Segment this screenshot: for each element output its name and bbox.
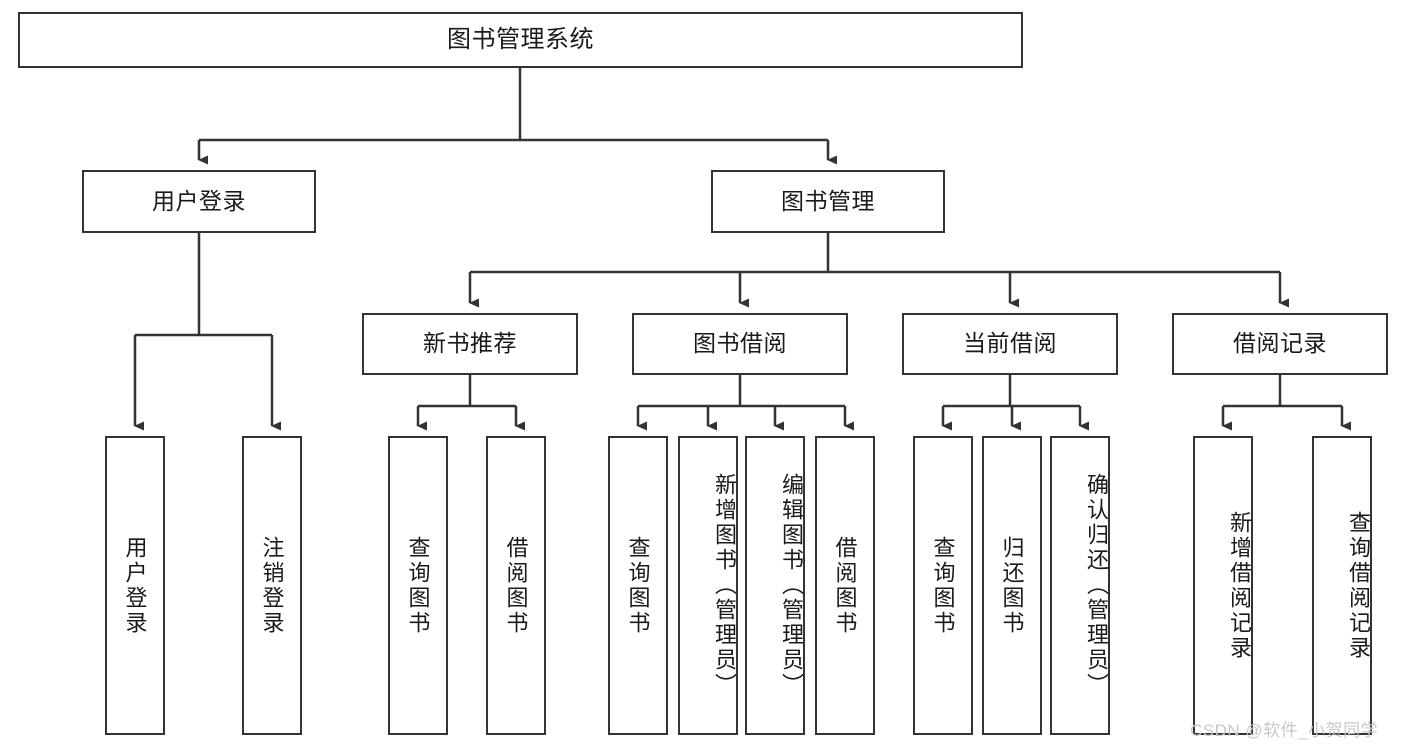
node-leaf-label: 新增图书（管理员）	[712, 473, 737, 698]
node-leaf-add-borrow-record[interactable]: 新增借阅记录	[1193, 436, 1253, 735]
node-level2-new-book-recommend[interactable]: 新书推荐	[362, 313, 578, 375]
node-level2-new-book-recommend-label: 新书推荐	[423, 330, 517, 357]
node-leaf-label: 查询图书	[930, 535, 956, 636]
node-leaf-borrow-book[interactable]: 借阅图书	[815, 436, 875, 735]
node-leaf-label: 借阅图书	[832, 535, 858, 636]
node-level2-current-borrow[interactable]: 当前借阅	[902, 313, 1118, 375]
node-leaf-label: 编辑图书（管理员）	[779, 473, 804, 698]
node-leaf-label: 查询图书	[625, 535, 651, 636]
node-leaf-label: 查询借阅记录	[1346, 510, 1371, 661]
node-level2-borrow-record[interactable]: 借阅记录	[1172, 313, 1388, 375]
node-leaf-borrow-book-newbook[interactable]: 借阅图书	[486, 436, 546, 735]
node-level1-user-login[interactable]: 用户登录	[82, 170, 316, 233]
node-level2-book-borrow[interactable]: 图书借阅	[632, 313, 848, 375]
node-leaf-label: 归还图书	[999, 535, 1025, 636]
node-leaf-label: 查询图书	[405, 535, 431, 636]
node-root-system[interactable]: 图书管理系统	[18, 12, 1023, 68]
node-level1-book-management[interactable]: 图书管理	[711, 170, 945, 233]
node-level2-borrow-record-label: 借阅记录	[1233, 330, 1327, 357]
node-level1-book-management-label: 图书管理	[781, 187, 875, 214]
node-level1-user-login-label: 用户登录	[152, 187, 246, 214]
node-leaf-confirm-return-admin[interactable]: 确认归还（管理员）	[1050, 436, 1110, 735]
node-leaf-query-borrow-record[interactable]: 查询借阅记录	[1312, 436, 1372, 735]
node-leaf-label: 用户登录	[122, 535, 148, 636]
node-level2-current-borrow-label: 当前借阅	[963, 330, 1057, 357]
node-leaf-label: 新增借阅记录	[1227, 510, 1252, 661]
node-root-label: 图书管理系统	[447, 25, 594, 53]
node-leaf-add-book-admin[interactable]: 新增图书（管理员）	[678, 436, 738, 735]
node-leaf-query-book-borrow[interactable]: 查询图书	[608, 436, 668, 735]
node-leaf-user-login[interactable]: 用户登录	[105, 436, 165, 735]
node-leaf-query-book-newbook[interactable]: 查询图书	[388, 436, 448, 735]
node-level2-book-borrow-label: 图书借阅	[693, 330, 787, 357]
node-leaf-label: 借阅图书	[503, 535, 529, 636]
node-leaf-return-book[interactable]: 归还图书	[982, 436, 1042, 735]
watermark-text: CSDN @软件_小贺同学	[1190, 721, 1379, 740]
node-leaf-label: 注销登录	[259, 535, 285, 636]
node-leaf-edit-book-admin[interactable]: 编辑图书（管理员）	[745, 436, 805, 735]
node-leaf-label: 确认归还（管理员）	[1084, 473, 1109, 698]
node-leaf-query-book-current[interactable]: 查询图书	[913, 436, 973, 735]
node-leaf-logout-login[interactable]: 注销登录	[242, 436, 302, 735]
